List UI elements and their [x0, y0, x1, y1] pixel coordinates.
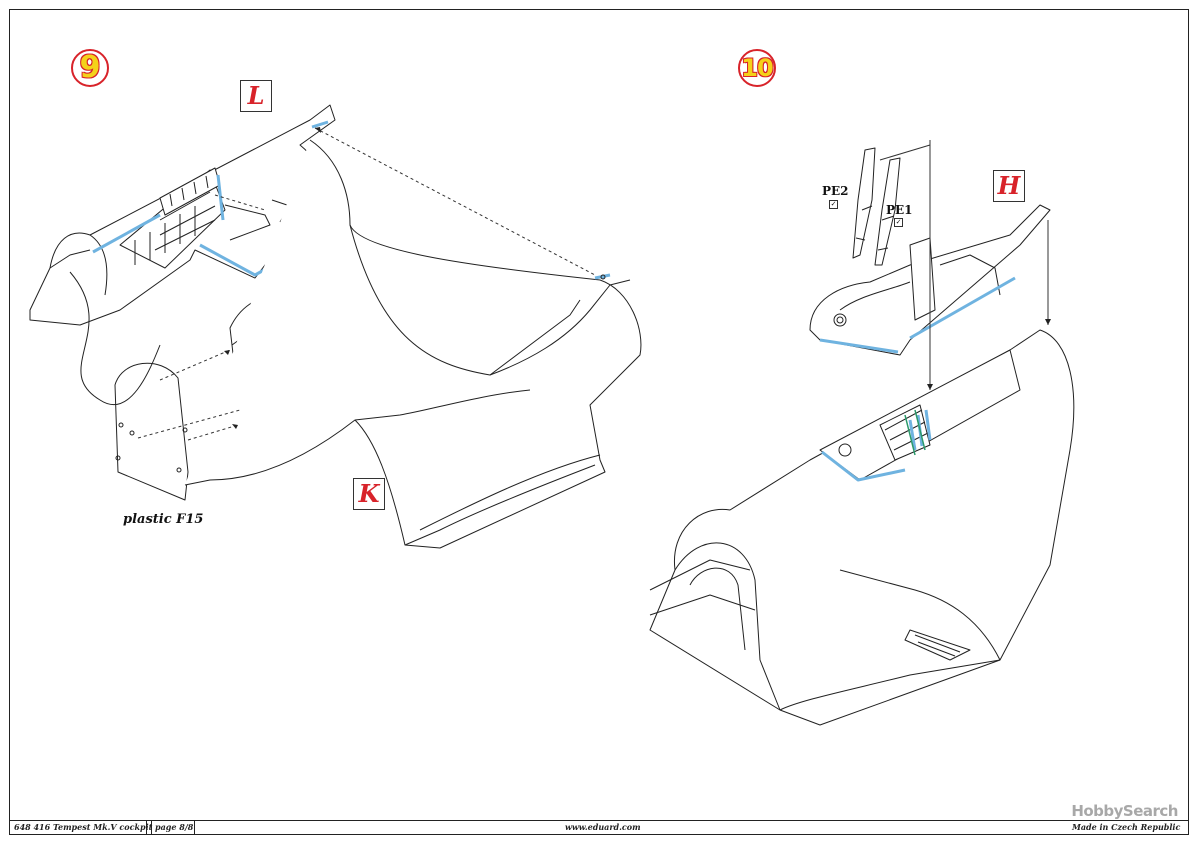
step10-guide-lines	[879, 140, 1049, 390]
part-label-k: K	[353, 478, 385, 510]
footer-bar: 648 416 Tempest Mk.V cockpit page 8/8 ww…	[10, 820, 1188, 834]
step10-belts-green	[904, 409, 926, 456]
plastic-f15-bulkhead	[114, 362, 189, 501]
part-k-fuselage	[184, 139, 642, 549]
step10-fuselage-assembly	[649, 329, 1075, 726]
step-number-9: 9	[71, 49, 109, 87]
footer-divider	[146, 821, 147, 834]
curve-line	[69, 271, 161, 406]
step9-guide-lines	[137, 127, 596, 441]
step-number-10: 10	[738, 49, 776, 87]
part-h-highlight	[819, 276, 1016, 354]
footer-made-in: Made in Czech Republic	[1072, 822, 1181, 832]
instruction-sheet: 9 10 L K H PE2 ✓ PE1 ✓ plastic F15 Hobby…	[9, 9, 1189, 835]
footer-page: page 8/8	[155, 822, 194, 832]
plastic-part-label: plastic F15	[123, 512, 204, 527]
footer-divider	[194, 821, 195, 834]
pe-seat-belts	[852, 147, 901, 266]
pe1-checkbox: ✓	[894, 218, 903, 227]
pe1-label: PE1	[886, 203, 913, 217]
pe2-checkbox: ✓	[829, 200, 838, 209]
assembly-drawing	[29, 104, 1075, 726]
pe2-label: PE2	[822, 184, 849, 198]
footer-divider	[151, 821, 152, 834]
part-label-h: H	[993, 170, 1025, 202]
watermark-logo: HobbySearch	[1071, 802, 1178, 820]
footer-product: 648 416 Tempest Mk.V cockpit	[14, 822, 153, 832]
footer-url: www.eduard.com	[565, 822, 641, 832]
part-label-l: L	[240, 80, 272, 112]
arrowheads	[224, 127, 1051, 429]
